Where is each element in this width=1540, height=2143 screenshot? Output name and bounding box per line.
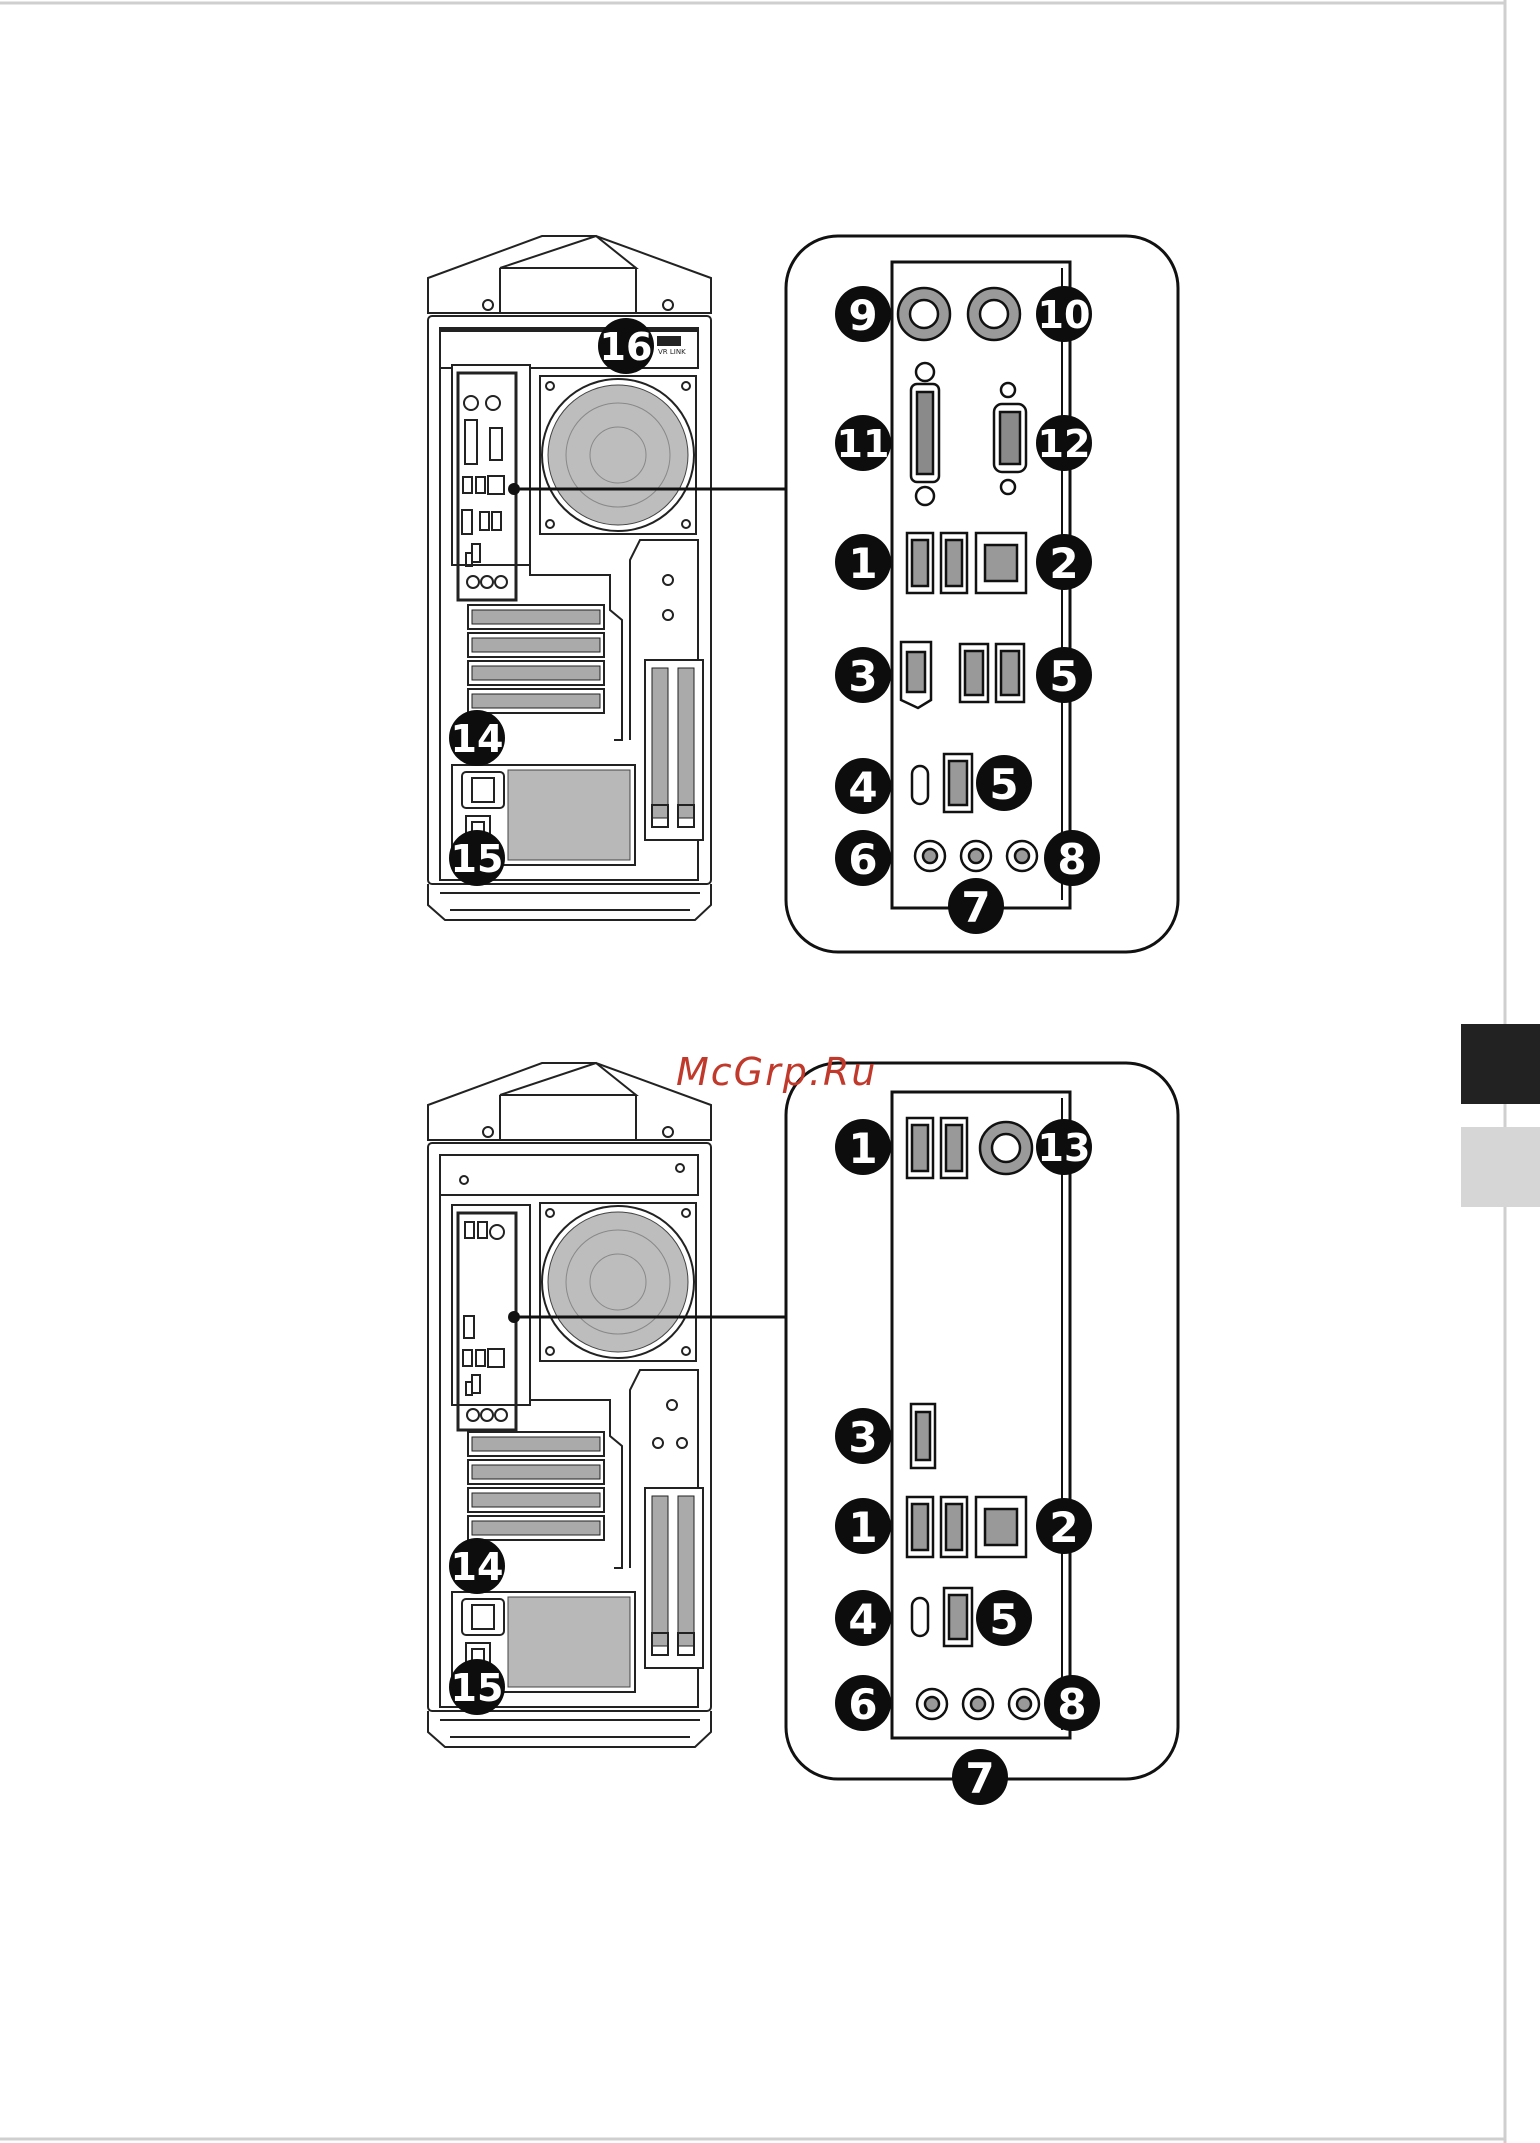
watermark-text: McGrp.Ru [676, 1050, 877, 1094]
svg-text:8: 8 [1057, 1680, 1086, 1729]
svg-text:5: 5 [989, 760, 1018, 809]
svg-text:2: 2 [1049, 539, 1078, 588]
svg-text:2: 2 [1049, 1503, 1078, 1552]
svg-text:10: 10 [1038, 293, 1091, 337]
svg-text:7: 7 [965, 1754, 994, 1803]
svg-text:14: 14 [451, 1545, 504, 1589]
svg-text:16: 16 [600, 325, 653, 369]
svg-text:15: 15 [451, 1666, 504, 1710]
callout-badge-14-bottom: 14 [449, 1538, 505, 1594]
svg-text:VR LINK: VR LINK [658, 348, 686, 356]
svg-text:3: 3 [848, 1413, 877, 1462]
svg-text:3: 3 [848, 652, 877, 701]
callout-badge-16: 16 [598, 318, 654, 374]
svg-text:5: 5 [1049, 652, 1078, 701]
callout-badge-15: 15 [449, 830, 505, 886]
callout-badge-5-bottom: 5 [976, 1590, 1032, 1646]
svg-text:8: 8 [1057, 835, 1086, 884]
callout-badge-11: 11 [835, 415, 891, 471]
svg-text:1: 1 [848, 1124, 877, 1173]
callout-badge-5: 5 [1036, 647, 1092, 703]
callout-badge-7: 7 [948, 878, 1004, 934]
svg-text:15: 15 [451, 837, 504, 881]
callout-badge-4: 4 [835, 758, 891, 814]
svg-text:6: 6 [848, 1680, 877, 1729]
svg-text:7: 7 [961, 883, 990, 932]
callout-badge-8-bottom: 8 [1044, 1675, 1100, 1731]
callout-badge-3: 3 [835, 647, 891, 703]
chapter-tab-active [1461, 1024, 1540, 1104]
tower-rear-view-bottom [428, 1063, 711, 1747]
callout-badge-14: 14 [449, 710, 505, 766]
svg-text:1: 1 [848, 539, 877, 588]
callout-badge-1b-bottom: 1 [835, 1498, 891, 1554]
callout-badge-15-bottom: 15 [449, 1659, 505, 1715]
svg-text:14: 14 [451, 717, 504, 761]
svg-text:12: 12 [1038, 422, 1091, 466]
chapter-tab-inactive [1461, 1127, 1540, 1207]
svg-text:4: 4 [848, 763, 877, 812]
svg-text:11: 11 [837, 422, 890, 466]
callout-badge-1: 1 [835, 534, 891, 590]
svg-text:9: 9 [848, 291, 877, 340]
svg-text:5: 5 [989, 1595, 1018, 1644]
callout-badge-10: 10 [1036, 286, 1092, 342]
callout-badge-12: 12 [1036, 415, 1092, 471]
svg-text:6: 6 [848, 835, 877, 884]
tower-rear-view-top: VR LINK [428, 236, 711, 920]
callout-badge-7-bottom: 7 [952, 1749, 1008, 1805]
callout-badge-5b: 5 [976, 755, 1032, 811]
callout-badge-4-bottom: 4 [835, 1590, 891, 1646]
callout-badge-8: 8 [1044, 830, 1100, 886]
callout-badge-6: 6 [835, 830, 891, 886]
svg-text:13: 13 [1038, 1126, 1091, 1170]
callout-badge-9: 9 [835, 286, 891, 342]
callout-badge-6-bottom: 6 [835, 1675, 891, 1731]
svg-text:4: 4 [848, 1595, 877, 1644]
svg-text:1: 1 [848, 1503, 877, 1552]
callout-badge-13-bottom: 13 [1036, 1119, 1092, 1175]
callout-badge-3-bottom: 3 [835, 1408, 891, 1464]
callout-badge-2-bottom: 2 [1036, 1498, 1092, 1554]
callout-badge-2: 2 [1036, 534, 1092, 590]
callout-badge-1-bottom: 1 [835, 1119, 891, 1175]
